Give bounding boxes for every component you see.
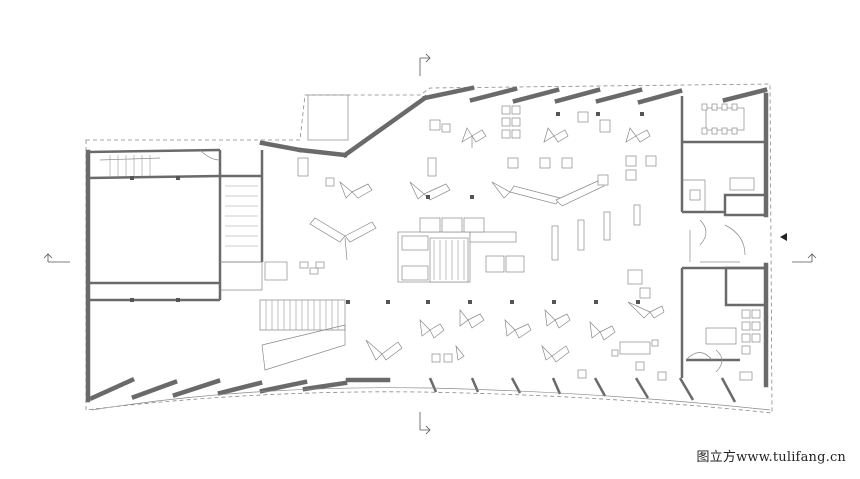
stair-ramp [259, 299, 346, 371]
hall-furniture [297, 94, 667, 381]
watermark-text: 图立方www.tulifang.cn [696, 450, 846, 465]
north-facade-mullions [259, 85, 768, 159]
structural-columns [130, 112, 644, 304]
east-wing-walls [680, 92, 769, 388]
y-shaped-pods [309, 127, 665, 363]
building-outline [85, 83, 773, 414]
central-core [397, 217, 525, 283]
west-wing-walls [85, 148, 288, 403]
section-markers [43, 53, 817, 435]
east-wing-furniture [689, 103, 761, 381]
south-facade-mullions [89, 377, 771, 411]
